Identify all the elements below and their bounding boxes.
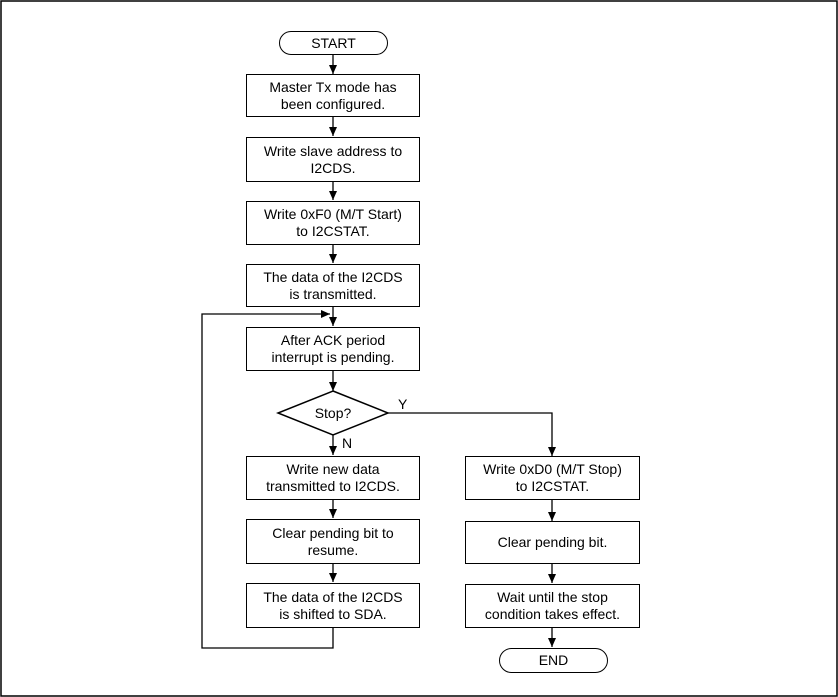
- start-label: START: [311, 34, 356, 51]
- step-write-stop-text: Write 0xD0 (M/T Stop) to I2CSTAT.: [483, 461, 622, 494]
- step-clear-pending: Clear pending bit.: [465, 521, 640, 564]
- arrow-decision-yes-to-write-stop: [388, 412, 556, 456]
- step-data-shifted: The data of the I2CDS is shifted to SDA.: [246, 583, 420, 628]
- step-write-start-text: Write 0xF0 (M/T Start) to I2CSTAT.: [264, 206, 402, 239]
- step-clear-pending-text: Clear pending bit.: [497, 534, 608, 550]
- decision-diamond: [275, 390, 391, 436]
- end-terminal: END: [499, 648, 608, 673]
- step-configured: Master Tx mode has been configured.: [246, 74, 420, 117]
- start-terminal: START: [279, 31, 388, 55]
- step-write-start: Write 0xF0 (M/T Start) to I2CSTAT.: [246, 201, 420, 245]
- step-wait-stop: Wait until the stop condition takes effe…: [465, 584, 640, 628]
- step-ack-pending-text: After ACK period interrupt is pending.: [271, 332, 395, 365]
- no-label: N: [342, 435, 353, 451]
- step-write-new-data-text: Write new data transmitted to I2CDS.: [266, 461, 400, 494]
- step-ack-pending: After ACK period interrupt is pending.: [246, 327, 420, 371]
- step-data-transmitted: The data of the I2CDS is transmitted.: [246, 264, 420, 307]
- step-configured-text: Master Tx mode has been configured.: [269, 78, 397, 112]
- decision-label: Stop?: [314, 405, 352, 421]
- step-write-slave-address: Write slave address to I2CDS.: [246, 137, 420, 182]
- step-wait-stop-text: Wait until the stop condition takes effe…: [484, 589, 621, 622]
- end-label: END: [538, 652, 569, 668]
- step-write-new-data: Write new data transmitted to I2CDS.: [246, 456, 420, 500]
- step-clear-resume-text: Clear pending bit to resume.: [272, 524, 394, 558]
- step-data-shifted-text: The data of the I2CDS is shifted to SDA.: [263, 588, 403, 622]
- step-clear-resume: Clear pending bit to resume.: [246, 519, 420, 564]
- step-data-transmitted-text: The data of the I2CDS is transmitted.: [263, 268, 403, 302]
- yes-label: Y: [398, 396, 408, 412]
- step-write-slave-address-text: Write slave address to I2CDS.: [263, 142, 403, 176]
- step-write-stop: Write 0xD0 (M/T Stop) to I2CSTAT.: [465, 456, 640, 500]
- arrow-loop-back-to-ack: [201, 310, 334, 649]
